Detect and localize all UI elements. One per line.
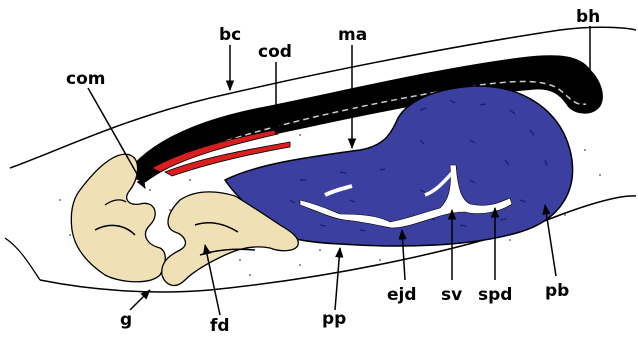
label-sv: sv (441, 285, 462, 305)
label-ejd: ejd (387, 285, 417, 305)
label-bc: bc (219, 25, 241, 45)
label-spd: spd (478, 285, 512, 305)
label-com: com (66, 69, 105, 89)
label-pp: pp (322, 309, 346, 329)
label-ma: ma (338, 25, 367, 45)
label-fd: fd (210, 316, 230, 336)
label-g: g (120, 310, 132, 330)
label-bh: bh (576, 7, 600, 27)
label-cod: cod (258, 42, 292, 62)
label-pb: pb (545, 281, 569, 301)
